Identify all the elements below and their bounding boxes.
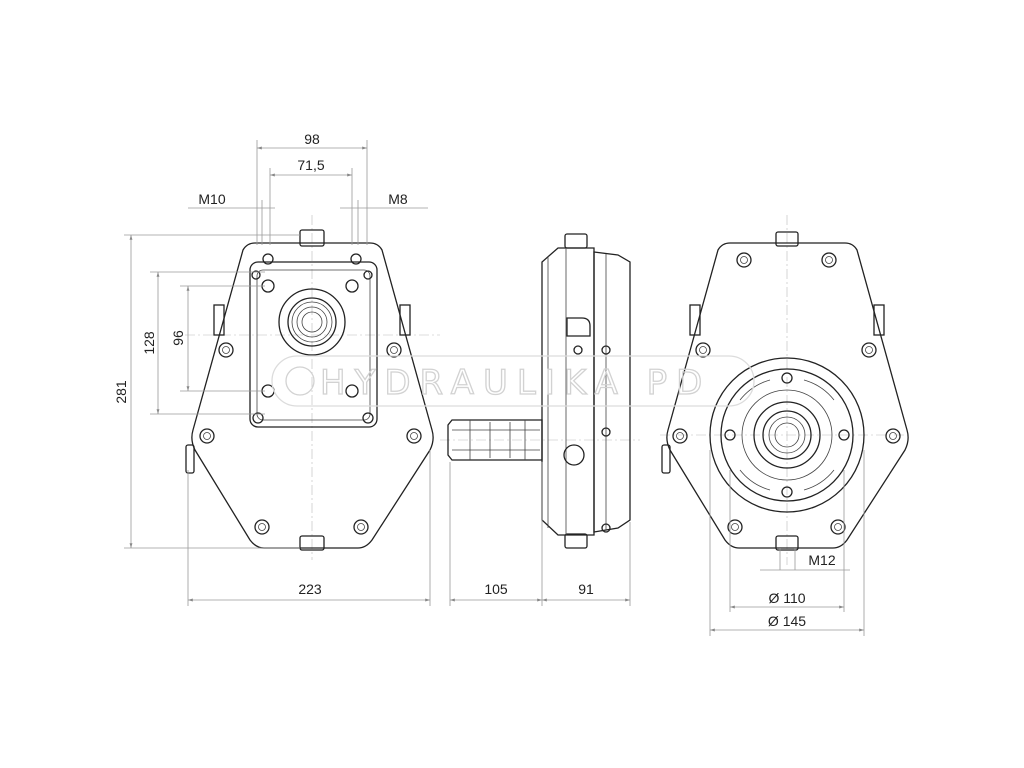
dim-98: 98	[304, 131, 320, 147]
front-view	[185, 215, 440, 560]
dim-dia-145: Ø 145	[768, 613, 806, 629]
rear-housing-bolts	[672, 252, 901, 535]
dimension-labels: 98 71,5 M10 M8 128 96 281 223 105 91 M12…	[113, 131, 836, 629]
dim-m8: M8	[388, 191, 408, 207]
dim-91: 91	[578, 581, 594, 597]
side-view	[440, 233, 640, 549]
spline-hub	[278, 288, 346, 356]
dim-281: 281	[113, 380, 129, 404]
dim-71-5: 71,5	[297, 157, 324, 173]
dim-105: 105	[484, 581, 508, 597]
rear-view	[660, 215, 912, 565]
dim-223: 223	[298, 581, 322, 597]
output-flange	[709, 357, 865, 513]
dim-m10: M10	[198, 191, 225, 207]
dim-128: 128	[141, 331, 157, 355]
watermark: HYDRAULIKA PD	[271, 355, 755, 407]
watermark-text: HYDRAULIKA PD	[320, 363, 711, 403]
dim-dia-110: Ø 110	[768, 590, 805, 606]
dimension-lines	[124, 140, 865, 636]
dim-m12: M12	[808, 552, 835, 568]
housing-bolts	[199, 342, 422, 535]
dim-96: 96	[170, 330, 186, 346]
